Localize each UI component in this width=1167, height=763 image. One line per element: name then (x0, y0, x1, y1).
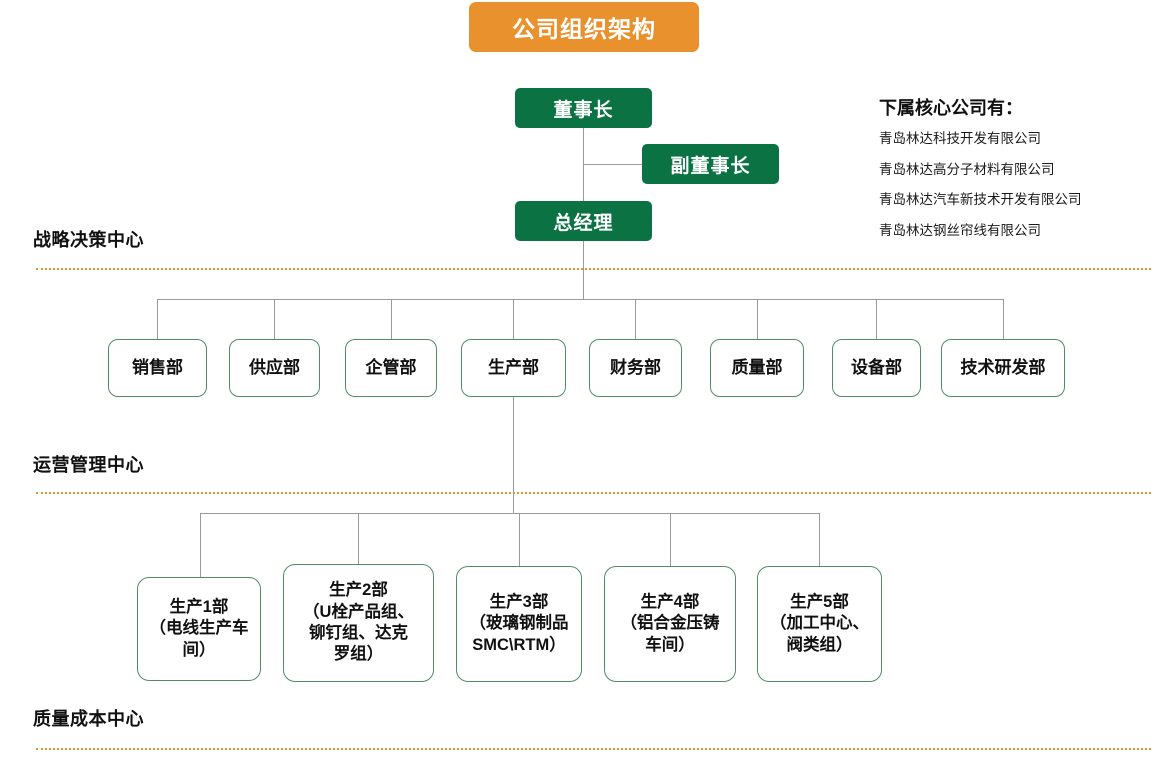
dept-box-sales[interactable]: 销售部 (108, 339, 207, 397)
dept-box-equipment[interactable]: 设备部 (832, 339, 921, 397)
section-divider-quality-cost (36, 748, 1151, 750)
connector-production-down (513, 397, 514, 513)
production-drop-1 (200, 513, 201, 577)
production-drop-4 (670, 513, 671, 566)
dept-box-technology-rd[interactable]: 技术研发部 (941, 339, 1065, 397)
production-drop-5 (819, 513, 820, 566)
department-drop-8 (1003, 299, 1004, 339)
department-drop-1 (157, 299, 158, 339)
connector-gm-down (583, 241, 584, 299)
section-divider-operations (36, 492, 1151, 494)
dept-box-enterprise-management[interactable]: 企管部 (345, 339, 437, 397)
department-drop-6 (757, 299, 758, 339)
production-box-2[interactable]: 生产2部 （U栓产品组、 铆钉组、达克 罗组） (283, 564, 434, 682)
list-item: 青岛林达钢丝帘线有限公司 (879, 222, 1041, 238)
exec-box-chairman[interactable]: 董事长 (515, 88, 652, 128)
section-label-quality-cost: 质量成本中心 (33, 709, 144, 729)
production-box-3[interactable]: 生产3部 （玻璃钢制品 SMC\RTM） (456, 566, 582, 682)
exec-box-vice-chairman[interactable]: 副董事长 (642, 144, 779, 184)
department-drop-3 (391, 299, 392, 339)
dept-box-finance[interactable]: 财务部 (589, 339, 682, 397)
exec-box-general-manager[interactable]: 总经理 (515, 201, 652, 241)
connector-to-vice-chairman (583, 164, 642, 165)
production-box-4[interactable]: 生产4部 （铝合金压铸 车间） (604, 566, 736, 682)
dept-box-quality[interactable]: 质量部 (710, 339, 804, 397)
list-item: 青岛林达科技开发有限公司 (879, 131, 1041, 146)
department-drop-2 (274, 299, 275, 339)
production-drop-3 (519, 513, 520, 566)
section-label-strategy: 战略决策中心 (33, 230, 144, 250)
section-divider-strategy (36, 268, 1151, 270)
list-item: 青岛林达高分子材料有限公司 (879, 161, 1055, 177)
production-bus (200, 513, 820, 514)
dept-box-production[interactable]: 生产部 (461, 339, 566, 397)
department-drop-7 (876, 299, 877, 339)
dept-box-supply[interactable]: 供应部 (229, 339, 320, 397)
department-drop-4 (513, 299, 514, 339)
subsidiary-list-heading: 下属核心公司有： (879, 98, 1023, 118)
production-box-1[interactable]: 生产1部 （电线生产车 间） (137, 577, 261, 681)
subsidiary-list: 下属核心公司有： 青岛林达科技开发有限公司 青岛林达高分子材料有限公司 青岛林达… (879, 94, 1149, 254)
production-drop-2 (358, 513, 359, 564)
page-title: 公司组织架构 (469, 2, 699, 52)
section-label-operations: 运营管理中心 (33, 455, 144, 475)
production-box-5[interactable]: 生产5部 （加工中心、 阀类组） (757, 566, 882, 682)
department-bus (157, 299, 1003, 300)
list-item: 青岛林达汽车新技术开发有限公司 (879, 192, 1082, 207)
department-drop-5 (635, 299, 636, 339)
